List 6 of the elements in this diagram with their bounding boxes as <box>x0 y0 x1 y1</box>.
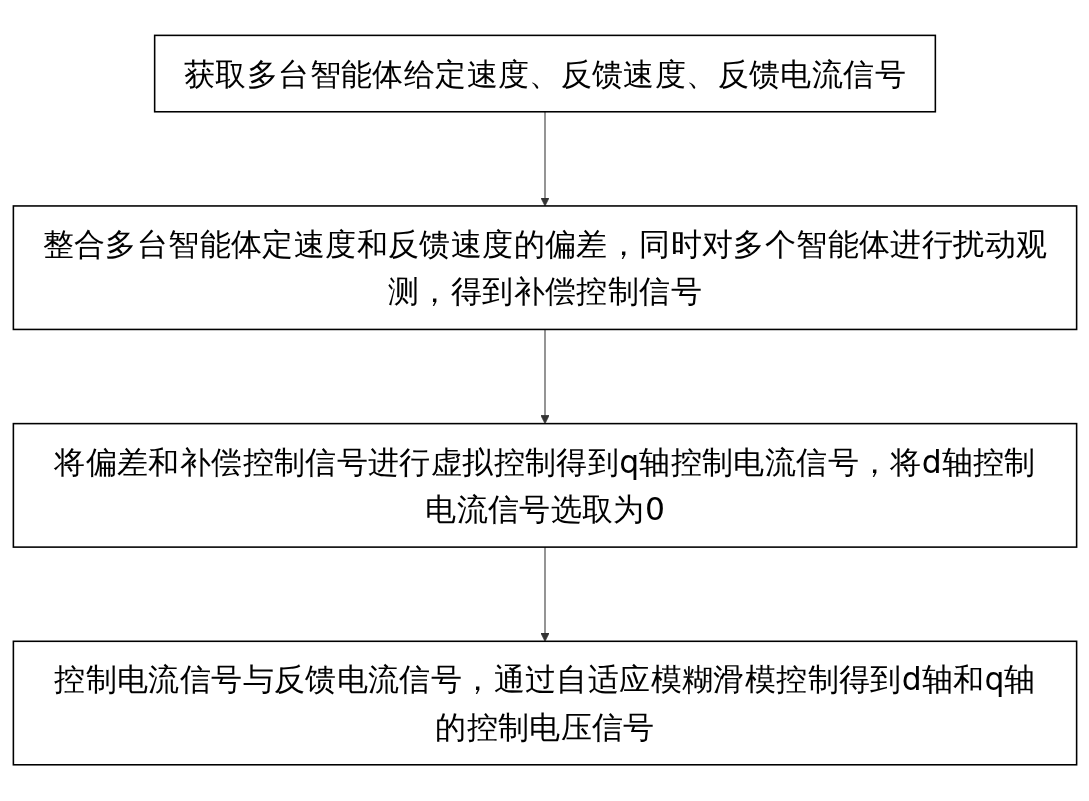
node-box: 获取多台智能体给定速度、反馈速度、反馈电流信号 <box>153 35 936 113</box>
node-box: 控制电流信号与反馈电流信号，通过自适应模糊滑模控制得到d轴和q轴的控制电压信号 <box>12 640 1077 766</box>
arrow <box>539 329 550 425</box>
node-box: 将偏差和补偿控制信号进行虚拟控制得到q轴控制电流信号，将d轴控制电流信号选取为0 <box>12 423 1077 549</box>
arrow <box>539 111 550 207</box>
node-box: 整合多台智能体定速度和反馈速度的偏差，同时对多个智能体进行扰动观测，得到补偿控制信号 <box>12 205 1077 331</box>
